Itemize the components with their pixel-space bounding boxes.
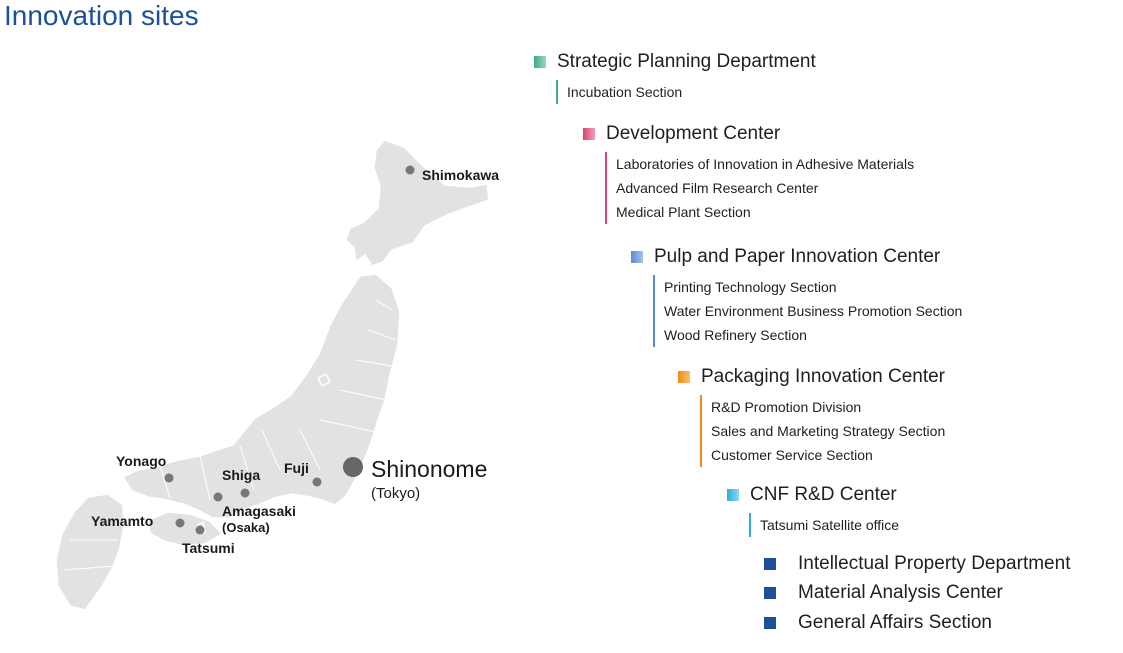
honshu-shape xyxy=(121,273,401,519)
shikoku-shape xyxy=(147,511,224,547)
kyushu-shape xyxy=(55,493,125,611)
section-item: Printing Technology Section xyxy=(664,279,837,295)
site-dot-amagasaki xyxy=(213,492,223,502)
dept-name: Strategic Planning Department xyxy=(557,51,816,72)
dept-color-square xyxy=(764,558,776,570)
dept-packaging: Packaging Innovation Center R&D Promotio… xyxy=(678,366,945,467)
site-label-shimokawa: Shimokawa xyxy=(422,167,500,183)
dept-color-square xyxy=(631,251,643,263)
section-item: Incubation Section xyxy=(567,84,683,100)
section-item: R&D Promotion Division xyxy=(711,399,862,415)
hokkaido-shape xyxy=(345,139,490,267)
site-dot-yamamto xyxy=(175,518,185,528)
section-item: Tatsumi Satellite office xyxy=(760,517,900,533)
site-dot-shimokawa xyxy=(405,165,415,175)
sado-island xyxy=(316,372,332,388)
dept-general-affairs: General Affairs Section xyxy=(764,612,992,634)
dept-color-square xyxy=(678,371,690,383)
dept-color-square xyxy=(764,617,776,629)
japan-map xyxy=(55,139,490,611)
dept-cnf: CNF R&D Center Tatsumi Satellite office xyxy=(727,484,899,537)
dept-color-square xyxy=(727,489,739,501)
site-dot-fuji xyxy=(312,477,322,487)
dept-name: CNF R&D Center xyxy=(750,484,897,505)
site-dot-shinonome xyxy=(343,457,363,477)
site-label-amagasaki: Amagasaki xyxy=(222,503,296,519)
dept-strategic-planning: Strategic Planning Department Incubation… xyxy=(534,51,816,104)
section-item: Laboratories of Innovation in Adhesive M… xyxy=(616,156,915,172)
dept-section-list: R&D Promotion Division Sales and Marketi… xyxy=(700,395,945,467)
site-label-shiga: Shiga xyxy=(222,467,261,483)
dept-material-analysis: Material Analysis Center xyxy=(764,582,1003,604)
site-label-yonago: Yonago xyxy=(116,453,167,469)
site-label-shinonome: Shinonome xyxy=(371,456,488,482)
site-sublabel-shinonome: (Tokyo) xyxy=(371,485,421,502)
page-title: Innovation sites xyxy=(4,0,199,31)
dept-intellectual-property: Intellectual Property Department xyxy=(764,553,1070,575)
site-label-yamamto: Yamamto xyxy=(91,513,154,529)
dept-name: Intellectual Property Department xyxy=(798,553,1071,574)
site-label-fuji: Fuji xyxy=(284,460,309,476)
dept-pulp-paper: Pulp and Paper Innovation Center Printin… xyxy=(631,246,962,347)
dept-section-list: Tatsumi Satellite office xyxy=(749,513,899,537)
section-item: Customer Service Section xyxy=(711,447,873,463)
section-item: Medical Plant Section xyxy=(616,204,751,220)
dept-development-center: Development Center Laboratories of Innov… xyxy=(583,123,914,224)
site-label-tatsumi: Tatsumi xyxy=(182,540,235,556)
dept-section-list: Printing Technology Section Water Enviro… xyxy=(653,275,962,347)
dept-section-list: Laboratories of Innovation in Adhesive M… xyxy=(605,152,914,224)
dept-name: Packaging Innovation Center xyxy=(701,366,945,387)
dept-color-square xyxy=(534,56,546,68)
site-dot-tatsumi xyxy=(195,525,205,535)
section-item: Advanced Film Research Center xyxy=(616,180,819,196)
dept-name: Pulp and Paper Innovation Center xyxy=(654,246,941,267)
dept-color-square xyxy=(764,587,776,599)
section-item: Wood Refinery Section xyxy=(664,327,807,343)
section-item: Sales and Marketing Strategy Section xyxy=(711,423,946,439)
site-dot-shiga xyxy=(240,488,250,498)
dept-section-list: Incubation Section xyxy=(556,80,816,104)
site-dot-yonago xyxy=(164,473,174,483)
dept-color-square xyxy=(583,128,595,140)
site-sublabel-amagasaki: (Osaka) xyxy=(222,520,270,535)
dept-name: Material Analysis Center xyxy=(798,582,1003,603)
section-item: Water Environment Business Promotion Sec… xyxy=(664,303,963,319)
dept-name: Development Center xyxy=(606,123,781,144)
dept-name: General Affairs Section xyxy=(798,612,992,633)
